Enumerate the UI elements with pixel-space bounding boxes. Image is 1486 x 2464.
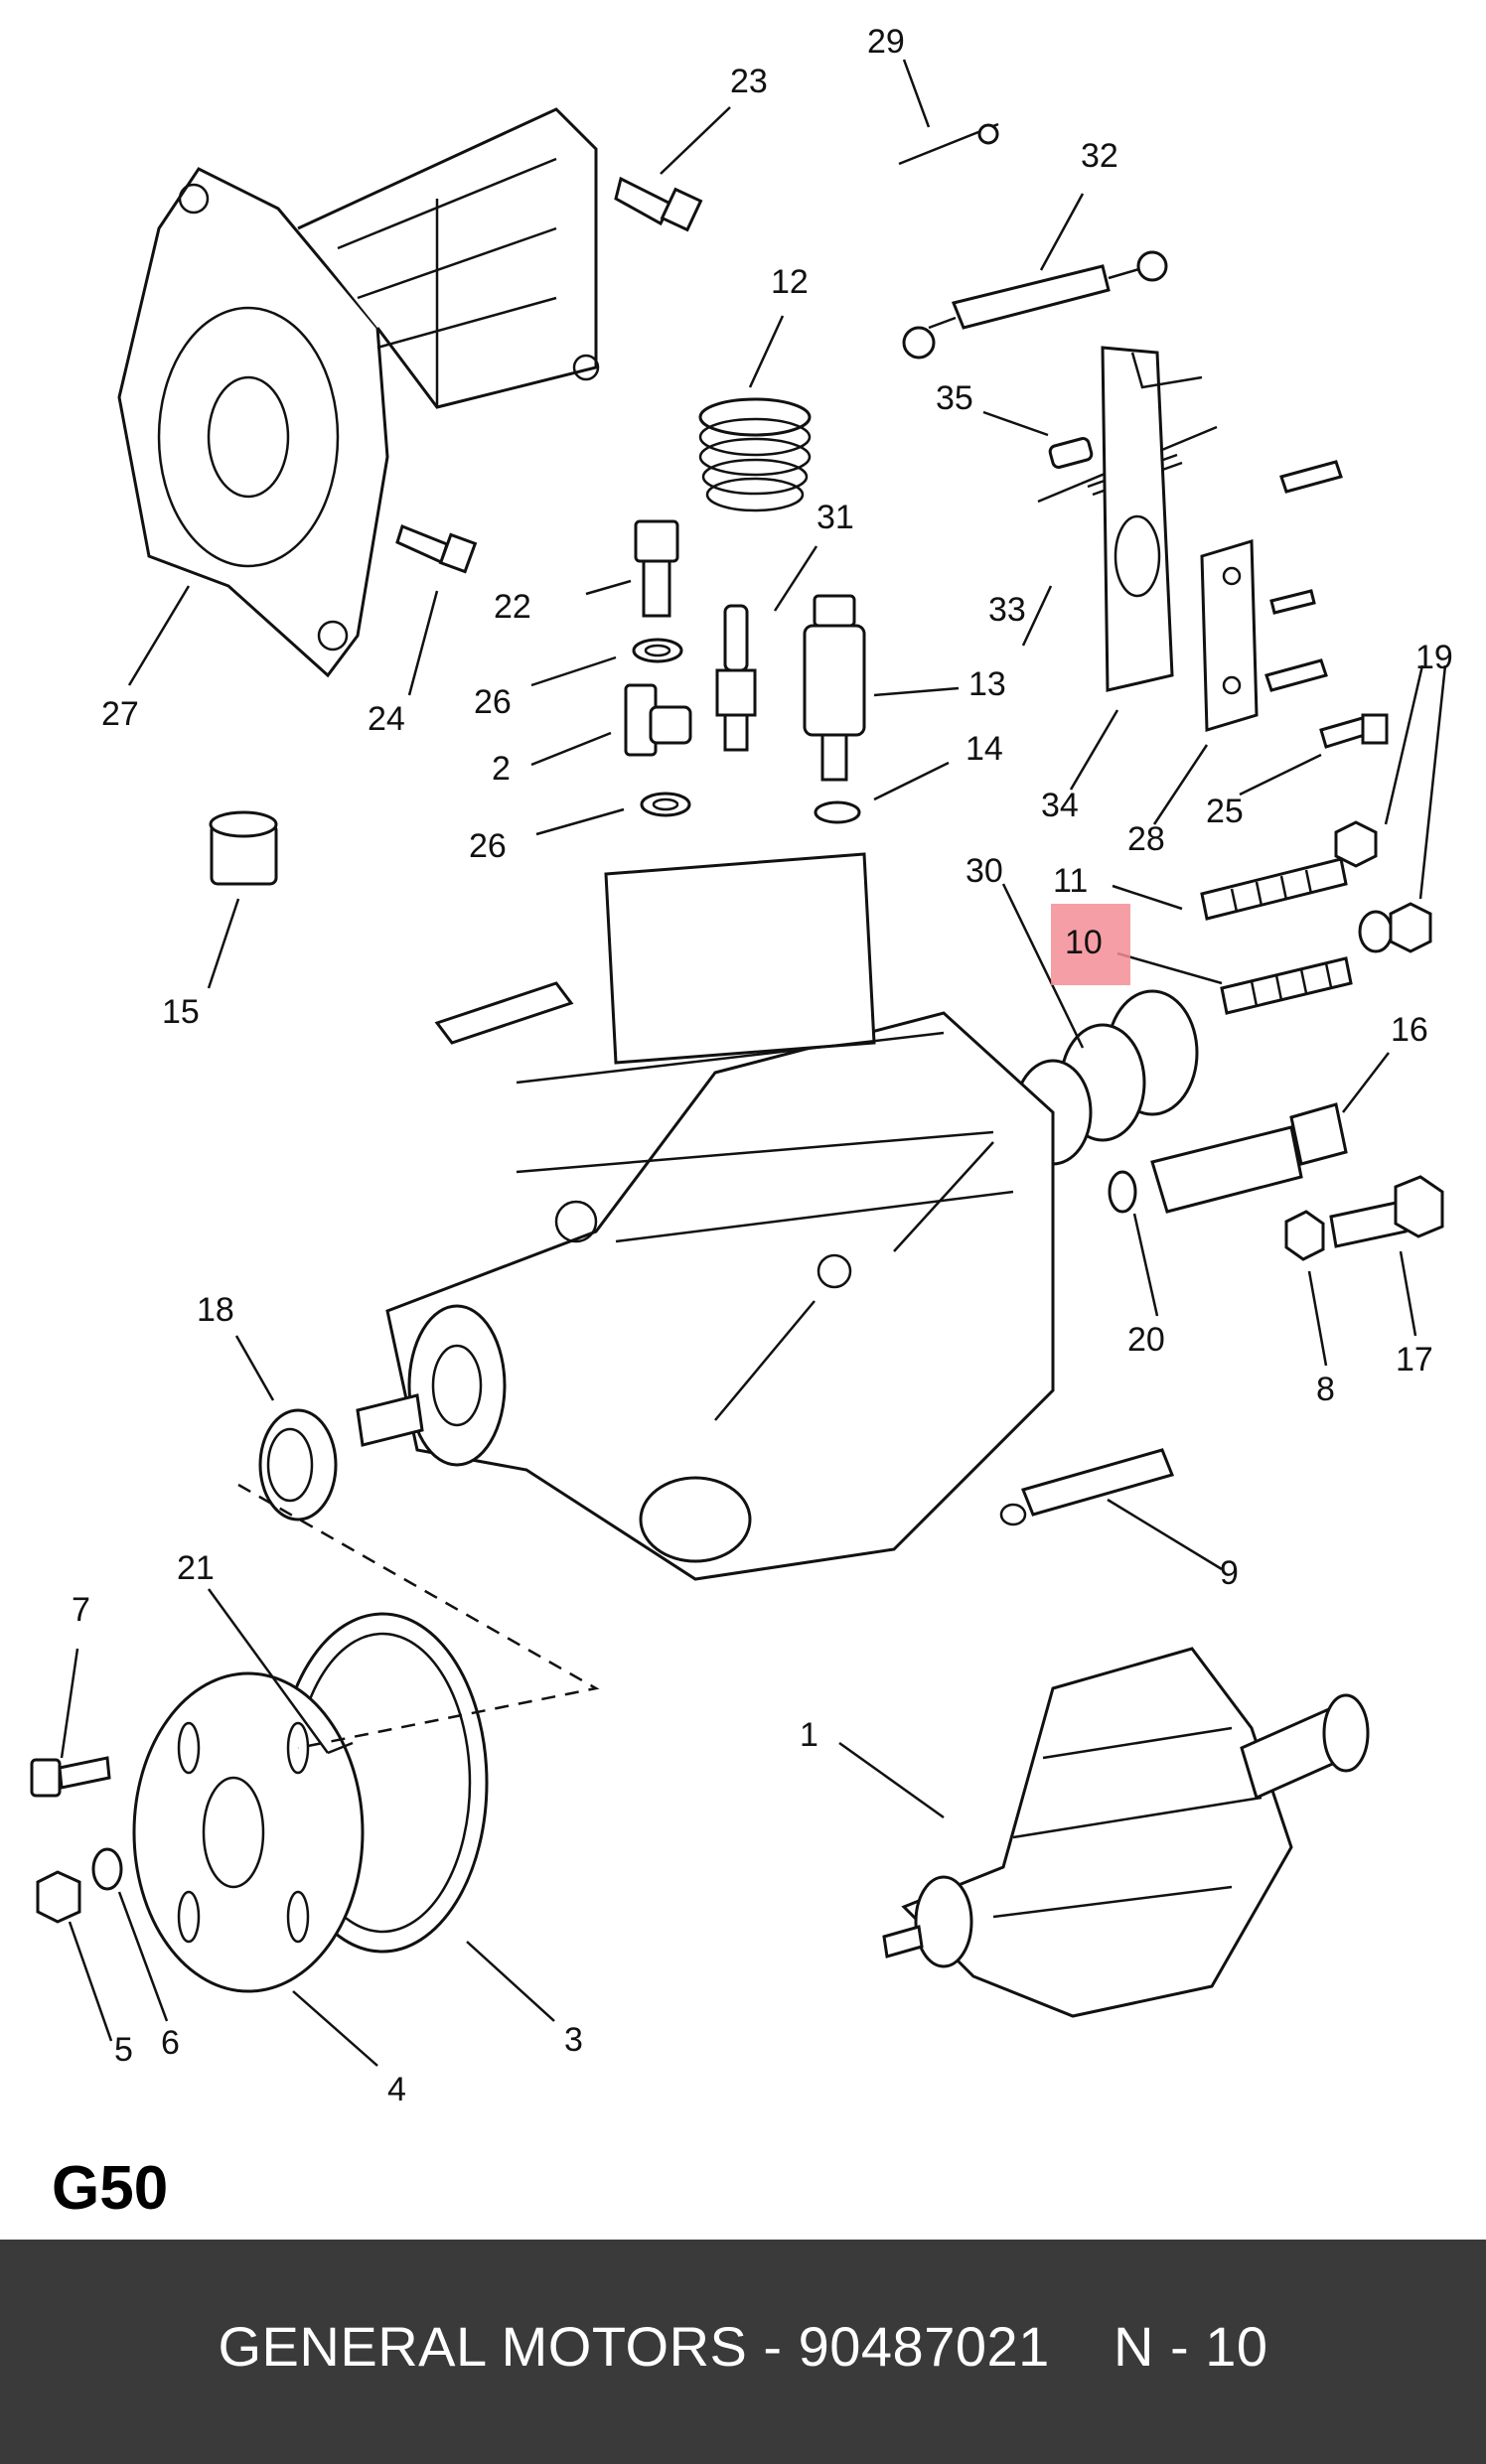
- footer-bar: GENERAL MOTORS - 90487021 N - 10: [0, 2240, 1486, 2464]
- part-oring-14: [814, 800, 861, 824]
- callout-21: 21: [177, 1549, 215, 1587]
- callout-2: 2: [492, 750, 511, 788]
- part-valve-31: [715, 604, 757, 752]
- callout-29: 29: [867, 23, 905, 61]
- part-fitting-2: [624, 683, 692, 757]
- callout-24: 24: [368, 700, 405, 738]
- part-fitting-29: [898, 122, 999, 166]
- part-pin-35: [1048, 437, 1094, 469]
- part-banjo-bolt-22: [634, 519, 679, 618]
- part-spring-9: [999, 1448, 1175, 1526]
- part-bolt-17: [1329, 1175, 1444, 1248]
- part-nut-19: [1334, 820, 1432, 953]
- footer-part-number: GENERAL MOTORS - 90487021 N - 10: [218, 2314, 1268, 2378]
- part-spring-12: [698, 397, 812, 512]
- part-seal-18: [258, 1408, 338, 1522]
- callout-23: 23: [730, 63, 768, 100]
- part-washer-6: [91, 1847, 123, 1891]
- callout-35: 35: [936, 379, 973, 417]
- callout-28: 28: [1127, 820, 1165, 858]
- part-nut-8: [1284, 1210, 1325, 1261]
- callout-labels: 29 23 32 12 35 31 22 33 13 26 2 14 27 24…: [72, 23, 1453, 2108]
- part-bolt-24: [395, 524, 478, 574]
- callout-18: 18: [197, 1291, 234, 1329]
- callout-9: 9: [1220, 1554, 1239, 1592]
- diagram-code: G50: [52, 2154, 169, 2223]
- callout-3: 3: [564, 2021, 583, 2059]
- callout-34: 34: [1041, 787, 1079, 824]
- callout-26-top: 26: [474, 683, 512, 721]
- callout-1: 1: [800, 1716, 818, 1754]
- callout-30: 30: [966, 852, 1003, 890]
- part-hub-4: [132, 1671, 365, 1993]
- callout-26-bottom: 26: [469, 827, 507, 865]
- callout-32: 32: [1081, 137, 1118, 175]
- callout-22: 22: [494, 588, 531, 626]
- part-bushing-15: [209, 810, 278, 886]
- callout-20: 20: [1127, 1321, 1165, 1359]
- part-screw-10: [1220, 956, 1353, 1015]
- callout-10-highlight: [1051, 904, 1130, 985]
- callout-12: 12: [771, 263, 809, 301]
- part-pump-assembly-1: [882, 1647, 1370, 2018]
- callout-7: 7: [72, 1591, 90, 1629]
- callout-31: 31: [817, 499, 854, 536]
- part-washer-26-bottom: [640, 792, 691, 817]
- callout-15: 15: [162, 993, 200, 1031]
- part-injection-pump: [356, 852, 1055, 1581]
- part-lever-34: [1101, 346, 1203, 692]
- callout-27: 27: [101, 695, 139, 733]
- leader-lines: [60, 59, 1447, 2067]
- callout-13: 13: [968, 665, 1006, 703]
- part-washer-26-top: [632, 638, 683, 663]
- part-bolt-7: [30, 1756, 111, 1798]
- part-solenoid-13: [803, 594, 866, 782]
- callout-16: 16: [1391, 1011, 1428, 1049]
- parts-diagram: 29 23 32 12 35 31 22 33 13 26 2 14 27 24…: [30, 23, 1453, 2108]
- callout-19: 19: [1415, 639, 1453, 676]
- callout-4: 4: [387, 2071, 406, 2108]
- part-fitting-16: [1150, 1102, 1348, 1214]
- callout-5: 5: [114, 2031, 133, 2069]
- part-nut-5: [36, 1870, 81, 1924]
- callout-33: 33: [988, 591, 1026, 629]
- part-plate-28: [1200, 539, 1259, 732]
- part-oring-20: [1108, 1170, 1137, 1214]
- callout-8: 8: [1316, 1371, 1335, 1408]
- part-bolts-25: [1264, 460, 1389, 749]
- part-bolt-23: [614, 176, 703, 232]
- callout-25: 25: [1206, 793, 1244, 830]
- callout-14: 14: [966, 730, 1003, 768]
- part-bracket-27: [117, 107, 600, 678]
- part-rod-32: [902, 250, 1168, 360]
- callout-11: 11: [1053, 862, 1088, 900]
- callout-17: 17: [1396, 1341, 1433, 1378]
- part-keyway-21: [327, 1741, 354, 1755]
- callout-6: 6: [161, 2024, 180, 2062]
- part-screw-11: [1200, 857, 1348, 921]
- callout-10: 10: [1065, 924, 1103, 961]
